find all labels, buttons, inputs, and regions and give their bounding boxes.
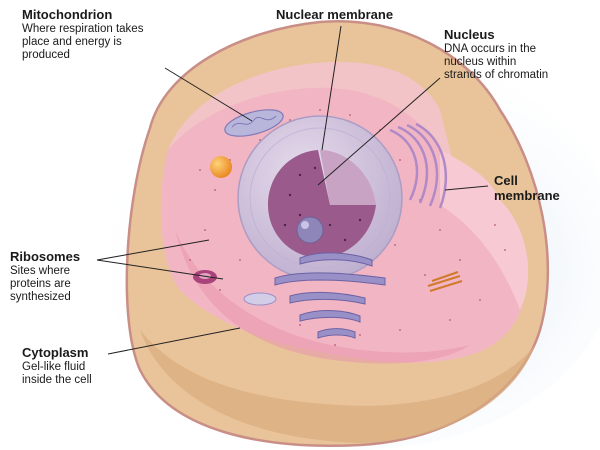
- ribosomes-label: Ribosomes Sites where proteins are synth…: [10, 249, 81, 305]
- cytoplasm-desc-1: Gel-like fluid: [22, 360, 86, 373]
- nucleus-title: Nucleus: [444, 27, 495, 42]
- pointer-nuclear-membrane: [321, 25, 342, 151]
- mitochondrion-desc-1: Where respiration takes: [22, 22, 144, 35]
- endoplasmic-reticulum: [274, 252, 386, 339]
- pointer-cell-membrane: [444, 185, 489, 191]
- ribosomes-desc-3: synthesized: [10, 291, 71, 304]
- vacuole: [210, 156, 232, 178]
- cell-body-shade: [140, 330, 535, 443]
- nucleus-desc-2: nucleus within: [444, 56, 517, 69]
- mitochondrion-label: Mitochondrion Where respiration takes pl…: [22, 7, 144, 63]
- ribosomes-desc-2: proteins are: [10, 278, 71, 291]
- nuclear-membrane-label: Nuclear membrane: [276, 7, 394, 23]
- nuclear-membrane-title: Nuclear membrane: [276, 7, 394, 22]
- cell-membrane-label: Cell membrane: [494, 173, 560, 204]
- pointer-nucleus: [317, 77, 441, 186]
- centriole: [427, 271, 463, 292]
- lysosome: [243, 292, 277, 306]
- nucleus-desc-3: strands of chromatin: [444, 69, 549, 82]
- ribosomes-title: Ribosomes: [10, 249, 81, 264]
- nucleolus: [296, 216, 324, 244]
- cut-surface: [440, 150, 529, 310]
- cytoplasm-desc-2: inside the cell: [22, 374, 92, 387]
- pointer-mitochondrion: [164, 67, 253, 122]
- nucleus-interior-light: [320, 150, 376, 205]
- pointer-cytoplasm: [107, 327, 241, 355]
- ribosomes-desc-1: Sites where: [10, 264, 71, 277]
- pointer-ribosomes-b: [96, 259, 224, 280]
- cell-membrane-title-2: membrane: [494, 187, 560, 203]
- mitochondrion-title: Mitochondrion: [22, 7, 113, 22]
- nucleus-label: Nucleus DNA occurs in the nucleus within…: [444, 27, 549, 83]
- mitochondrion-desc-3: produced: [22, 49, 70, 62]
- cell-membrane-title-1: Cell: [494, 173, 518, 188]
- vesicle: [193, 270, 217, 284]
- nucleus-interior: [268, 150, 376, 258]
- nucleolus-highlight: [301, 221, 309, 229]
- golgi-apparatus: [389, 122, 448, 209]
- nuclear-envelope-ring: [249, 127, 391, 269]
- pointer-lines: [96, 25, 489, 355]
- cytoplasm-label: Cytoplasm Gel-like fluid inside the cell: [22, 345, 92, 387]
- nucleus-desc-1: DNA occurs in the: [444, 42, 537, 55]
- mitochondrion-desc-2: place and energy is: [22, 36, 122, 49]
- pointer-ribosomes-a: [96, 239, 210, 261]
- mitochondrion: [224, 109, 284, 137]
- cytoplasm-shade: [175, 230, 470, 364]
- cytoplasm-title: Cytoplasm: [22, 345, 89, 360]
